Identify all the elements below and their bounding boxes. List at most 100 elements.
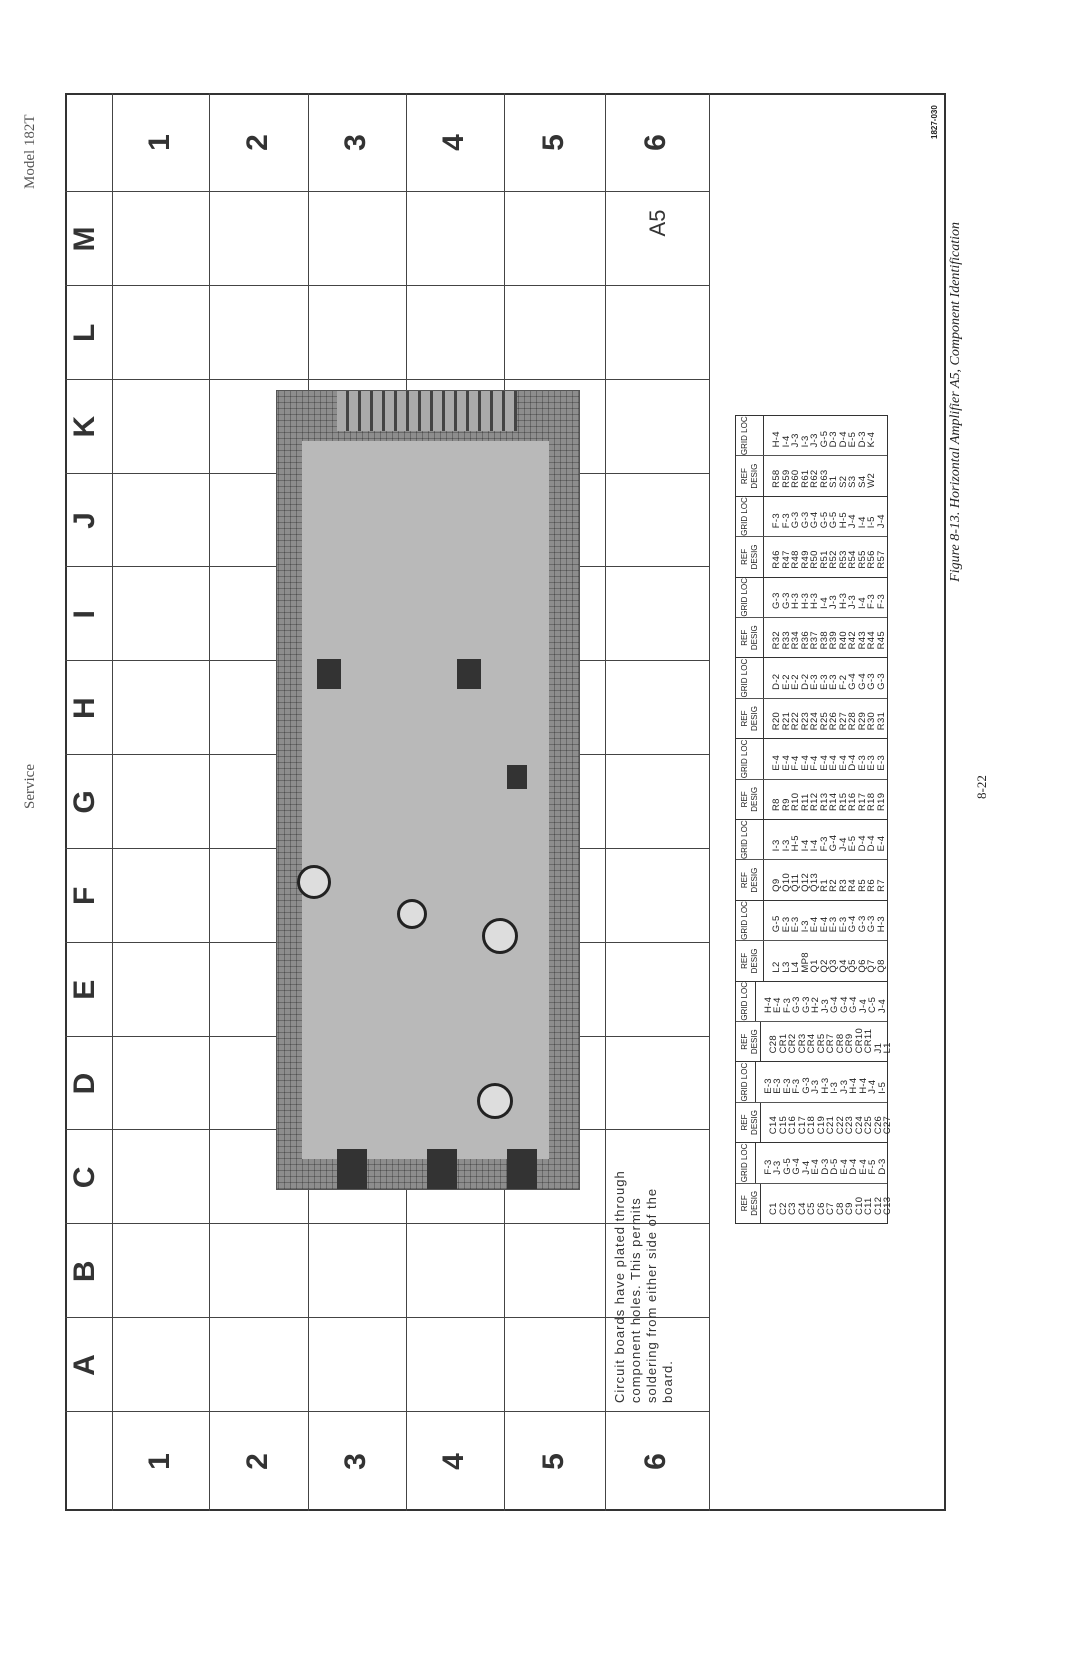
potentiometer <box>297 865 331 899</box>
figure-caption: Figure 8-13. Horizontal Amplifier A5, Co… <box>948 222 963 582</box>
grid-column-label: F <box>68 886 101 906</box>
trimmer <box>397 899 427 929</box>
connector <box>507 1149 537 1189</box>
grid-loc-cell: D-3 <box>876 1158 888 1175</box>
column-header: GRID LOC <box>736 658 764 698</box>
grid-row-label: 2 <box>240 1453 274 1470</box>
grid-row-label: 1 <box>142 1453 176 1470</box>
grid-col-line <box>65 378 709 380</box>
column-header: REF DESIG <box>736 1183 761 1223</box>
grid-loc-cell: E-3 <box>875 754 887 771</box>
grid-column-label: D <box>68 1072 101 1095</box>
column-header: REF DESIG <box>736 779 764 820</box>
board-surface <box>302 441 549 1159</box>
grid-col-line <box>65 284 709 286</box>
ref-desig-cell: L1 <box>882 1042 893 1054</box>
grid-row-label: 3 <box>339 134 372 151</box>
section-header: Service <box>22 764 38 809</box>
ref-desig-cell: W2 <box>866 472 877 488</box>
grid-row-label: 5 <box>536 134 570 151</box>
column-header: GRID LOC <box>736 1143 756 1183</box>
grid-loc-cell: F-3 <box>875 593 887 610</box>
assembly-label: A5 <box>645 209 670 237</box>
transistor <box>457 659 481 689</box>
column-header: GRID LOC <box>736 577 764 618</box>
potentiometer <box>482 918 518 954</box>
column-header: GRID LOC <box>736 820 764 860</box>
column-header: REF DESIG <box>736 941 764 981</box>
capacitor <box>507 765 527 789</box>
grid-row-line <box>709 93 710 1511</box>
ref-desig-cell: R31 <box>875 711 887 731</box>
grid-loc-cell: E-4 <box>875 835 887 852</box>
grid-col-line <box>65 1411 709 1412</box>
ref-desig-cell: R57 <box>875 550 887 569</box>
column-header: GRID LOC <box>736 739 764 779</box>
ref-desig-cell: CR11 <box>863 1028 874 1054</box>
column-header: GRID LOC <box>736 900 764 941</box>
grid-column-label: H <box>68 697 101 719</box>
grid-column-label: B <box>68 1260 101 1283</box>
grid-column-label: G <box>68 790 101 814</box>
grid-loc-cell: J-4 <box>875 514 887 529</box>
grid-row-label: 4 <box>437 134 470 151</box>
grid-column-label: M <box>68 226 101 252</box>
grid-loc-cell: K-4 <box>866 431 877 448</box>
grid-loc-cell: G-3 <box>875 673 887 690</box>
column-header: REF DESIG <box>736 456 764 496</box>
column-header: REF DESIG <box>736 698 764 739</box>
circuit-board-photo <box>276 390 580 1190</box>
column-header: GRID LOC <box>736 416 764 456</box>
ref-desig-cell: R19 <box>875 792 887 812</box>
grid-column-label: I <box>68 610 101 619</box>
ref-desig-cell: C27 <box>882 1115 893 1135</box>
potentiometer <box>477 1083 513 1119</box>
grid-column-label: A <box>68 1354 101 1376</box>
plated-holes-note: Circuit boards have plated through compo… <box>612 1170 675 1403</box>
column-header: GRID LOC <box>736 496 764 537</box>
grid-col-line <box>65 191 709 192</box>
column-header: REF DESIG <box>736 1102 761 1143</box>
grid-column-label: L <box>68 323 101 342</box>
grid-row-line <box>605 93 606 1511</box>
grid-loc-cell: I-5 <box>876 1081 888 1094</box>
column-header: REF DESIG <box>736 537 764 577</box>
connector <box>337 1149 367 1189</box>
